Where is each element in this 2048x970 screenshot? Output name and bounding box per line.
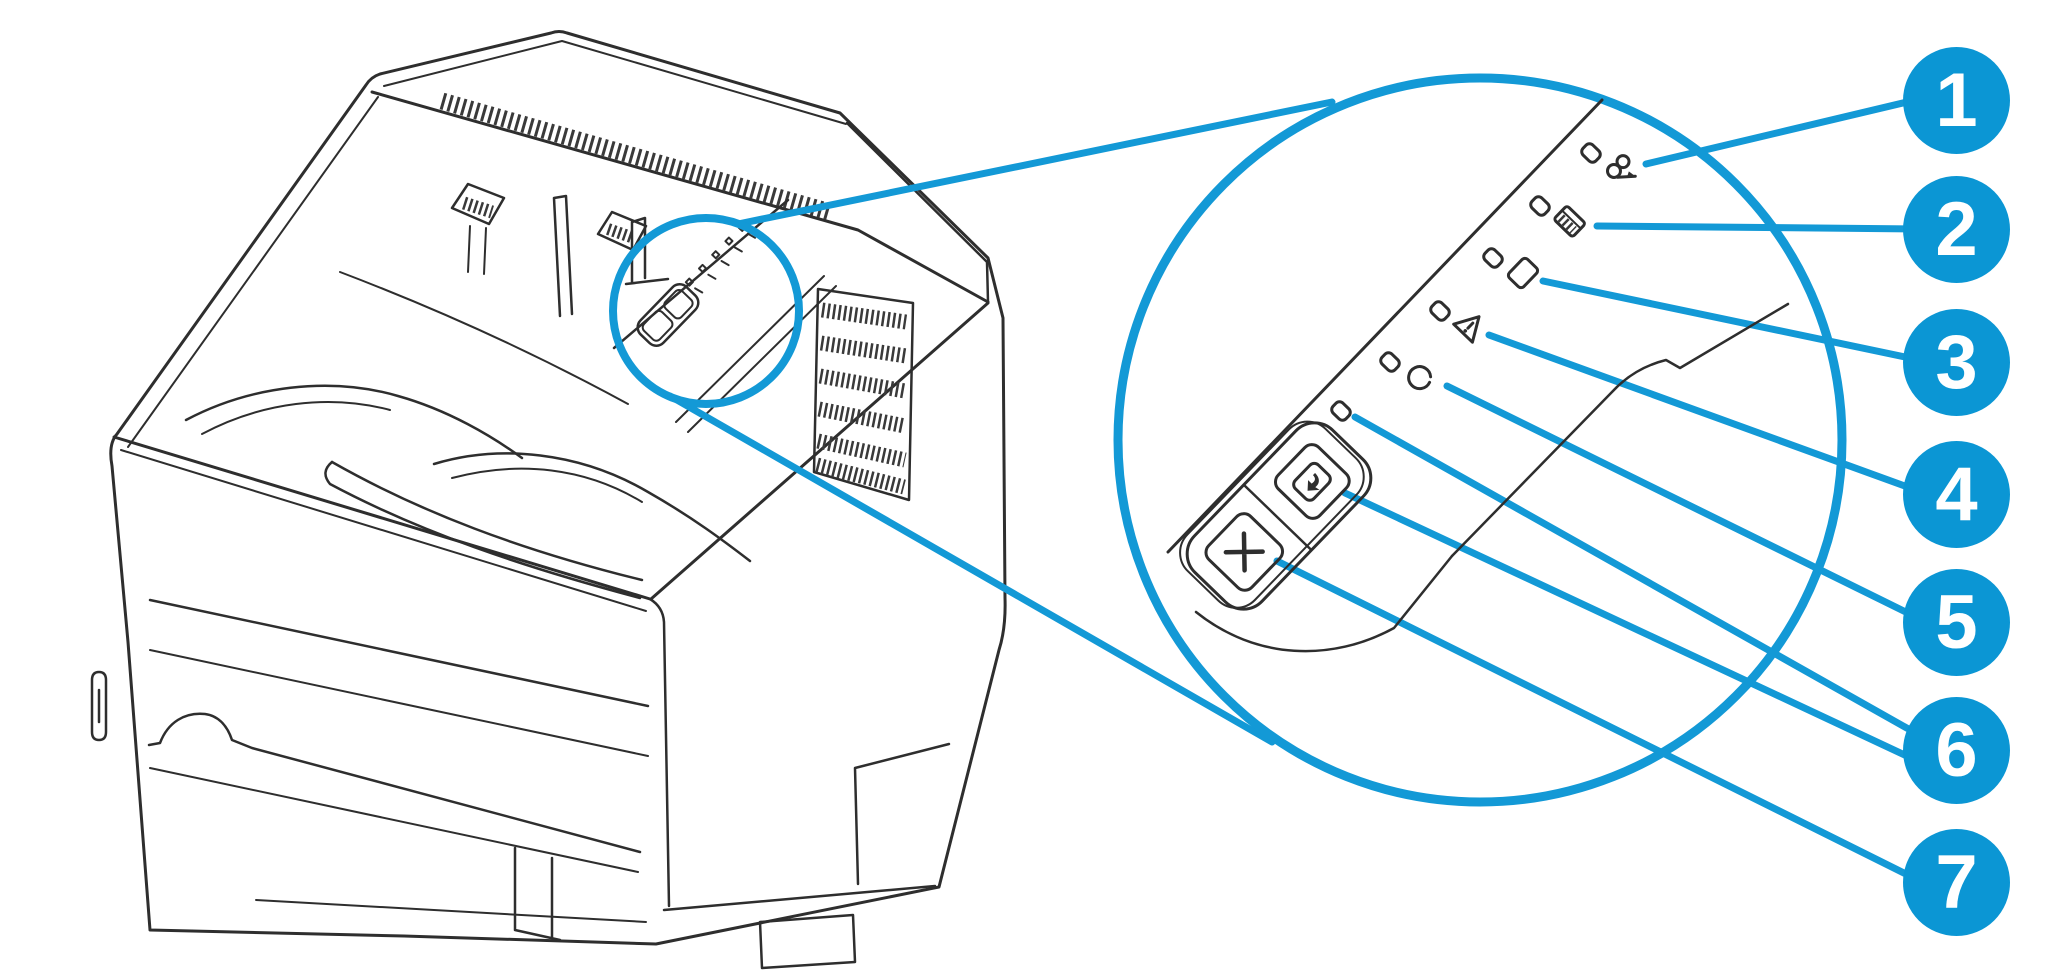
paper-stop-flag-a: [450, 182, 506, 226]
printer-control-panel-small: [636, 222, 757, 347]
output-bin-rear-curve: [339, 271, 629, 405]
leader-line-5: [1443, 382, 1928, 625]
printer-illustration: [90, 30, 1007, 970]
tray-top-seam-2: [149, 767, 639, 873]
callout-badge-7: 7: [1903, 829, 2010, 936]
button-bezel: [1185, 421, 1373, 611]
ridge-bottom-edge: [370, 90, 990, 304]
toner-light: [1529, 195, 1551, 217]
bin-tongue-lower: [324, 460, 642, 600]
top-front-edge: [112, 435, 652, 601]
button-bezel-shadow: [1179, 420, 1365, 609]
panel-right-seam: [1450, 302, 1790, 558]
go-button: [1273, 443, 1351, 520]
magnifier-circle: [1113, 73, 1847, 807]
callout-badge-4: 4: [1903, 441, 2010, 548]
top-rim-line: [127, 96, 379, 448]
ready-light-icon: [1407, 365, 1433, 391]
callout-badge-5: 5: [1903, 569, 2010, 676]
paper-out-light-icon: [1506, 256, 1540, 290]
callout-badge-1: 1: [1903, 47, 2010, 154]
callout-badge-6: 6: [1903, 697, 2010, 804]
jam-light: [1580, 142, 1602, 164]
front-right-edge: [648, 597, 671, 908]
go-light: [1330, 400, 1352, 422]
panel-left-edge-line: [1166, 98, 1604, 554]
callout-badge-3: 3: [1903, 309, 2010, 416]
panel-bottom-curve: [1194, 554, 1454, 653]
ridge-inner-edge: [383, 40, 847, 125]
side-vent-grille: [812, 287, 915, 502]
go-button-icon: [1292, 461, 1332, 502]
rear-vent-hatch: [439, 92, 833, 221]
right-bottom-seam: [662, 884, 937, 912]
magnifier-link-lower: [666, 392, 1276, 746]
output-bin-curve-2b: [451, 467, 643, 503]
leader-lines: [1273, 94, 1932, 887]
jam-light-icon: [1605, 154, 1637, 179]
attention-light: [1429, 300, 1451, 322]
paper-out-light: [1482, 247, 1504, 269]
bottom-front-inner: [255, 899, 647, 923]
top-right-edge: [649, 301, 990, 601]
paper-stop-flag-b-hatch: [606, 223, 636, 244]
callout-badge-2: 2: [1903, 176, 2010, 283]
bin-tongue-upper: [330, 460, 644, 582]
security-lock-slot: [90, 670, 108, 742]
leader-line-1: [1642, 94, 1928, 168]
output-bin-curve-2: [432, 452, 752, 563]
leader-line-4: [1485, 331, 1928, 497]
front-door-seam-2: [149, 649, 649, 757]
attention-light-icon: [1452, 315, 1481, 344]
panel-strip-edge: [612, 198, 790, 350]
leader-line-6b: [1341, 489, 1928, 768]
leader-line-7: [1273, 557, 1928, 887]
leader-line-3: [1539, 277, 1928, 365]
front-door-seam-1: [148, 598, 650, 708]
toner-light-icon: [1553, 205, 1586, 238]
ready-light: [1379, 351, 1401, 373]
highlight-circle: [609, 214, 803, 408]
ridge-corner-line: [845, 121, 990, 304]
panel-buttons: [1179, 420, 1373, 611]
front-foot: [758, 913, 857, 970]
output-bin-curve-1b: [201, 401, 391, 435]
control-panel-magnified: [1166, 98, 1790, 653]
output-bin-curve-1: [184, 384, 524, 460]
paper-stop-stem-a: [467, 225, 487, 275]
top-front-edge-inner: [120, 449, 647, 612]
magnifier-link-lines: [666, 98, 1336, 746]
tray-step: [513, 846, 562, 942]
paper-stop-rail-a: [552, 194, 574, 318]
button-divider: [1243, 484, 1312, 551]
leader-line-2: [1593, 222, 1928, 233]
magnifier-link-upper: [734, 98, 1336, 228]
leader-line-6a: [1351, 413, 1932, 744]
cancel-button-icon: [1223, 531, 1265, 573]
cancel-button: [1204, 512, 1285, 592]
tray-top-seam: [147, 712, 642, 854]
right-step-notch: [853, 742, 951, 886]
